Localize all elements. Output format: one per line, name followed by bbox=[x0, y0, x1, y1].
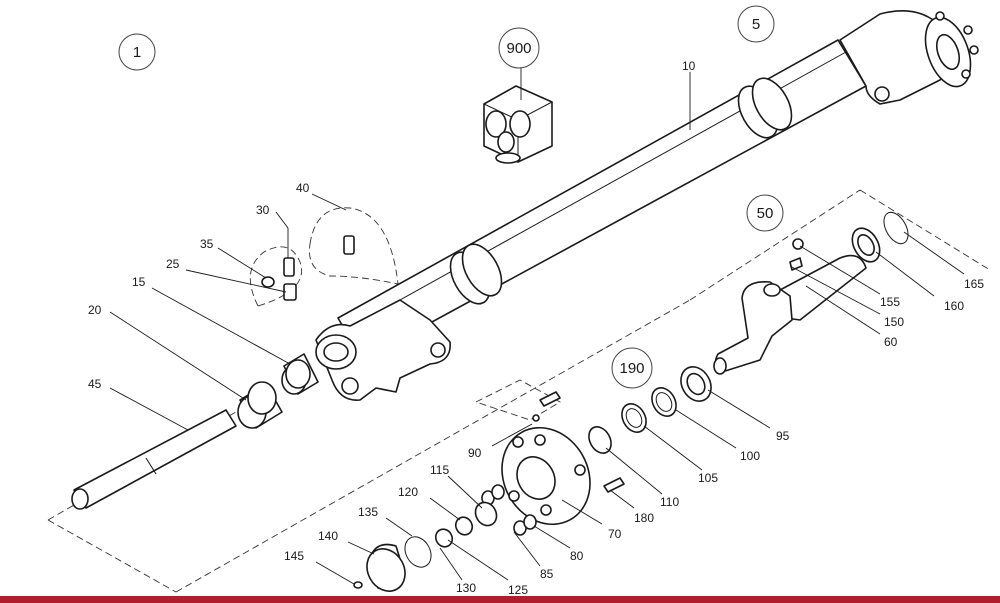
group-callout-5: 5 bbox=[737, 5, 775, 43]
hub-small-parts bbox=[434, 484, 537, 548]
label-130: 130 bbox=[456, 581, 476, 595]
label-165: 165 bbox=[964, 277, 984, 291]
label-110: 110 bbox=[660, 495, 679, 509]
wheel-hub bbox=[501, 391, 625, 526]
label-120: 120 bbox=[398, 485, 418, 499]
axle-tube bbox=[315, 10, 979, 401]
label-140: 140 bbox=[318, 529, 338, 543]
assembly-boundary-lines bbox=[47, 189, 991, 593]
group-number-190: 190 bbox=[619, 360, 644, 377]
label-95: 95 bbox=[776, 429, 790, 443]
group-callout-190: 190 bbox=[611, 347, 653, 389]
label-90: 90 bbox=[468, 446, 482, 460]
seals-and-washers bbox=[588, 366, 712, 454]
leader-lines bbox=[109, 68, 965, 585]
label-105: 105 bbox=[698, 471, 718, 485]
label-80: 80 bbox=[570, 549, 584, 563]
group-callout-1: 1 bbox=[118, 33, 156, 71]
label-40: 40 bbox=[296, 181, 310, 195]
label-180: 180 bbox=[634, 511, 654, 525]
label-155: 155 bbox=[880, 295, 900, 309]
hub-cap bbox=[353, 536, 432, 592]
group-number-900: 900 bbox=[506, 40, 531, 57]
label-25: 25 bbox=[166, 257, 180, 271]
label-35: 35 bbox=[200, 237, 214, 251]
label-45: 45 bbox=[88, 377, 102, 391]
bushings-and-pin bbox=[71, 353, 319, 510]
label-160: 160 bbox=[944, 299, 964, 313]
label-30: 30 bbox=[256, 203, 270, 217]
label-150: 150 bbox=[884, 315, 904, 329]
label-15: 15 bbox=[132, 275, 146, 289]
group-number-1: 1 bbox=[133, 44, 141, 61]
bearing-kit-box bbox=[483, 85, 553, 164]
label-10: 10 bbox=[682, 59, 696, 73]
group-callout-50: 50 bbox=[746, 194, 784, 232]
group-number-50: 50 bbox=[757, 205, 774, 222]
part-number-labels: 10 40 30 35 25 15 20 45 165 155 160 150 … bbox=[88, 59, 984, 597]
grease-fittings bbox=[261, 235, 355, 301]
label-85: 85 bbox=[540, 567, 554, 581]
label-115: 115 bbox=[430, 463, 449, 477]
label-60: 60 bbox=[884, 335, 898, 349]
label-100: 100 bbox=[740, 449, 760, 463]
stub-axle bbox=[713, 211, 909, 375]
label-70: 70 bbox=[608, 527, 622, 541]
group-callout-900: 900 bbox=[498, 27, 540, 69]
group-number-5: 5 bbox=[752, 16, 760, 33]
footer-bar bbox=[0, 596, 1000, 603]
label-135: 135 bbox=[358, 505, 378, 519]
label-145: 145 bbox=[284, 549, 304, 563]
label-125: 125 bbox=[508, 583, 528, 597]
label-20: 20 bbox=[88, 303, 102, 317]
